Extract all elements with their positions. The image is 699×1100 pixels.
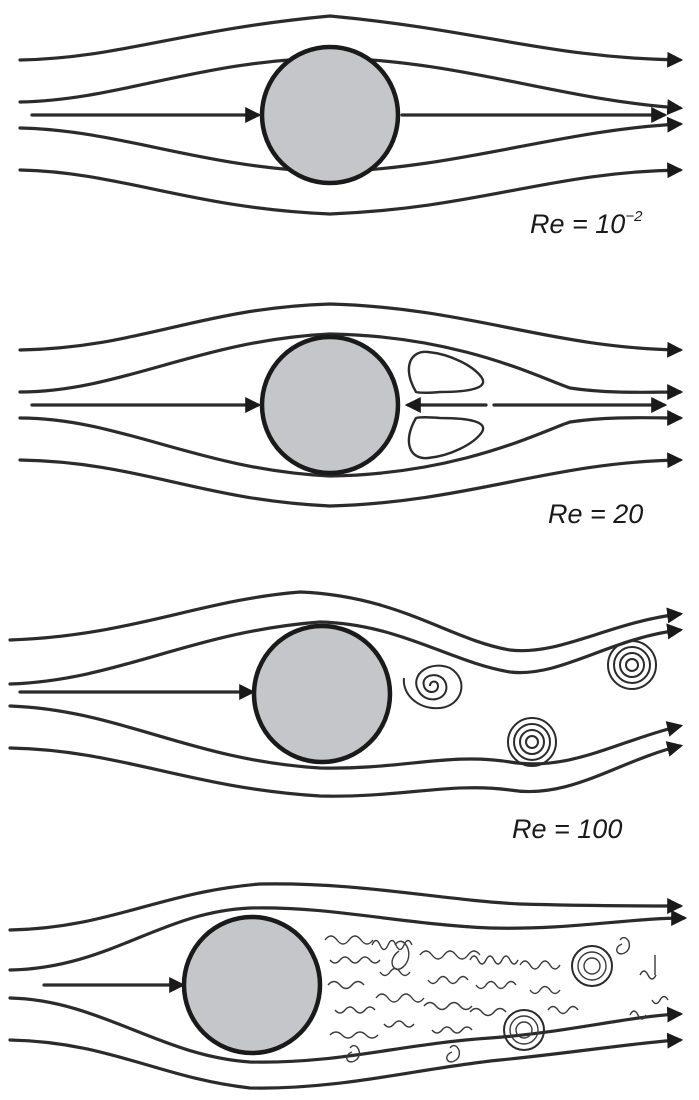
streamline-outer-top — [18, 302, 684, 358]
recirculation-bubble-bottom — [407, 416, 485, 460]
recirculation-bubble-top — [407, 350, 485, 394]
reynolds-label: Re = 20 — [548, 499, 643, 529]
reynolds-label: Re = 100 — [512, 814, 622, 844]
cylinder — [259, 44, 401, 186]
streamline-outer-top — [8, 882, 684, 932]
streamline-inner-bottom — [8, 704, 684, 770]
panel-1: Re = 10−2 — [18, 14, 684, 239]
streamline-outer-top — [18, 14, 684, 68]
panel-4 — [8, 882, 688, 1090]
reynolds-label: Re = 10−2 — [530, 208, 643, 239]
streamline-inner-top — [18, 332, 684, 401]
wake-eddy-top — [571, 945, 613, 987]
streamline-inner-bottom — [8, 996, 684, 1064]
turbulent-wake — [324, 935, 669, 1063]
panel-3: Re = 100 — [8, 590, 684, 844]
wake-eddy-bottom — [503, 1009, 545, 1051]
vortex-spiral — [402, 664, 463, 710]
vortex-concentric-bottom — [507, 717, 557, 767]
streamline-inner-bottom — [18, 409, 684, 478]
streamline-inner-top — [8, 620, 684, 686]
streamline-outer-bottom — [8, 1032, 684, 1090]
streamline-inner-top — [8, 906, 688, 972]
streamline-outer-bottom — [8, 741, 684, 798]
vortex-concentric-top — [607, 640, 657, 690]
streamline-outer-top — [8, 590, 684, 653]
cylinder — [259, 334, 401, 476]
streamline-outer-bottom — [18, 452, 684, 508]
cylinder — [181, 914, 323, 1056]
cylinder — [251, 623, 393, 765]
panel-2: Re = 20 — [18, 302, 684, 529]
streamline-outer-bottom — [18, 162, 684, 216]
